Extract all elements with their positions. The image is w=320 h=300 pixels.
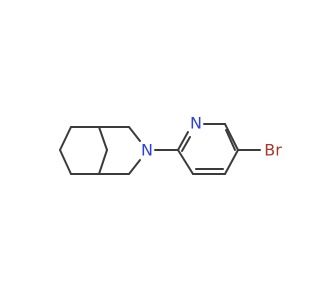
bond (224, 149, 239, 175)
bond (98, 149, 108, 175)
bond (128, 159, 141, 175)
bond (128, 126, 141, 142)
bond (225, 129, 236, 151)
bond (98, 126, 108, 151)
amine-nitrogen-label: N (141, 141, 153, 160)
molecule-structure-diagram: N N Br (59, 114, 282, 175)
bond (177, 149, 194, 175)
bond (177, 131, 189, 151)
bond (59, 126, 72, 151)
bromine-label: Br (264, 141, 282, 160)
bond (181, 136, 191, 152)
bond-lines (59, 123, 261, 175)
bond (59, 149, 72, 175)
atom-labels: N N Br (141, 114, 282, 160)
pyridine-nitrogen-label: N (190, 114, 202, 133)
bond (224, 123, 239, 151)
